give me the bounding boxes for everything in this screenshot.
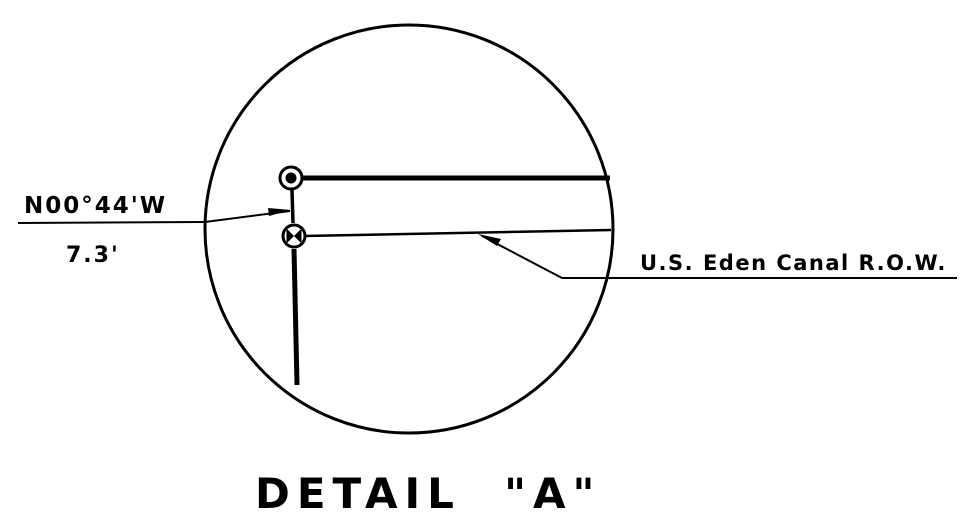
leader-arrowhead bbox=[268, 208, 291, 216]
row-leader-arrowhead bbox=[478, 234, 501, 246]
bearing-leader bbox=[17, 208, 291, 224]
circle-cross-icon bbox=[281, 223, 307, 249]
distance-label: 7.3' bbox=[66, 243, 120, 268]
canal-row-line bbox=[303, 228, 612, 238]
row-leader bbox=[478, 234, 957, 279]
west-boundary-line bbox=[291, 248, 300, 386]
circle-dot-icon bbox=[278, 165, 304, 191]
detail-title: DETAIL "A" bbox=[255, 469, 601, 518]
detail-circle bbox=[203, 23, 615, 435]
bearing-label: N00°44'W bbox=[24, 193, 167, 219]
tie-line-short bbox=[290, 189, 295, 224]
row-label: U.S. Eden Canal R.O.W. bbox=[640, 251, 947, 275]
